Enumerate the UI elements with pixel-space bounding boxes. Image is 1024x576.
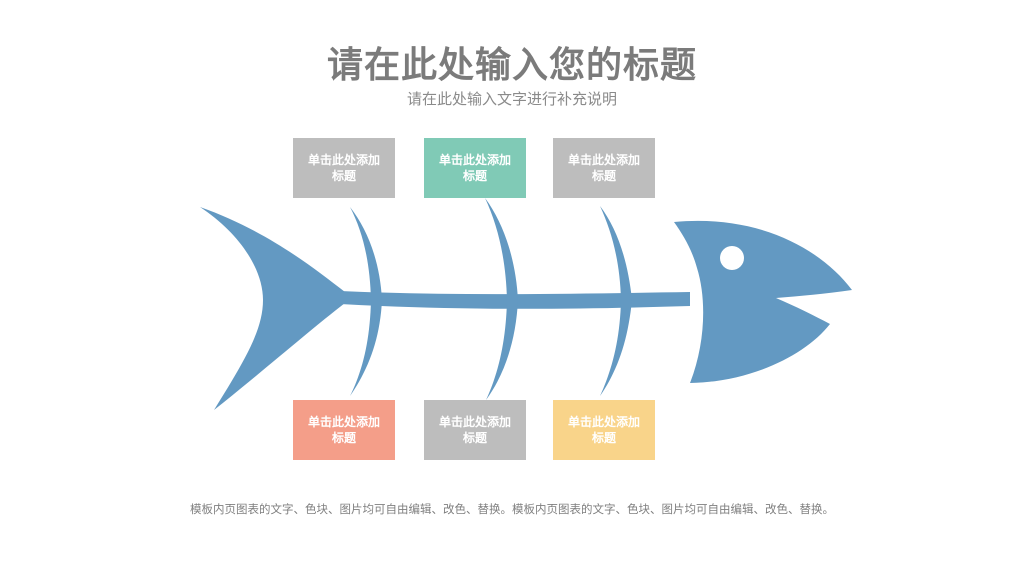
page-subtitle: 请在此处输入文字进行补充说明 xyxy=(406,90,617,108)
page-title: 请在此处输入您的标题 xyxy=(326,45,697,86)
topic-box-bottom-left[interactable]: 单击此处添加标题 xyxy=(293,400,395,460)
topic-label: 单击此处添加标题 xyxy=(567,415,640,445)
fish-rib xyxy=(350,300,382,396)
fish-rib xyxy=(350,207,382,300)
fish-rib xyxy=(485,198,518,300)
fish-eye xyxy=(720,246,744,270)
fish-rib xyxy=(486,300,518,400)
fish-rib xyxy=(600,206,632,300)
topic-box-top-left[interactable]: 单击此处添加标题 xyxy=(293,138,395,198)
fish-tail xyxy=(200,207,345,410)
topic-box-bottom-center[interactable]: 单击此处添加标题 xyxy=(424,400,526,460)
footer-note: 模板内页图表的文字、色块、图片均可自由编辑、改色、替换。模板内页图表的文字、色块… xyxy=(190,502,834,516)
topic-box-bottom-right[interactable]: 单击此处添加标题 xyxy=(553,400,655,460)
fish-head xyxy=(674,220,852,383)
topic-label: 单击此处添加标题 xyxy=(567,153,640,183)
fish-rib xyxy=(600,300,632,396)
topic-label: 单击此处添加标题 xyxy=(307,415,380,445)
topic-label: 单击此处添加标题 xyxy=(438,153,511,183)
topic-box-top-right[interactable]: 单击此处添加标题 xyxy=(553,138,655,198)
topic-label: 单击此处添加标题 xyxy=(438,415,511,445)
topic-label: 单击此处添加标题 xyxy=(307,153,380,183)
topic-box-top-center[interactable]: 单击此处添加标题 xyxy=(424,138,526,198)
